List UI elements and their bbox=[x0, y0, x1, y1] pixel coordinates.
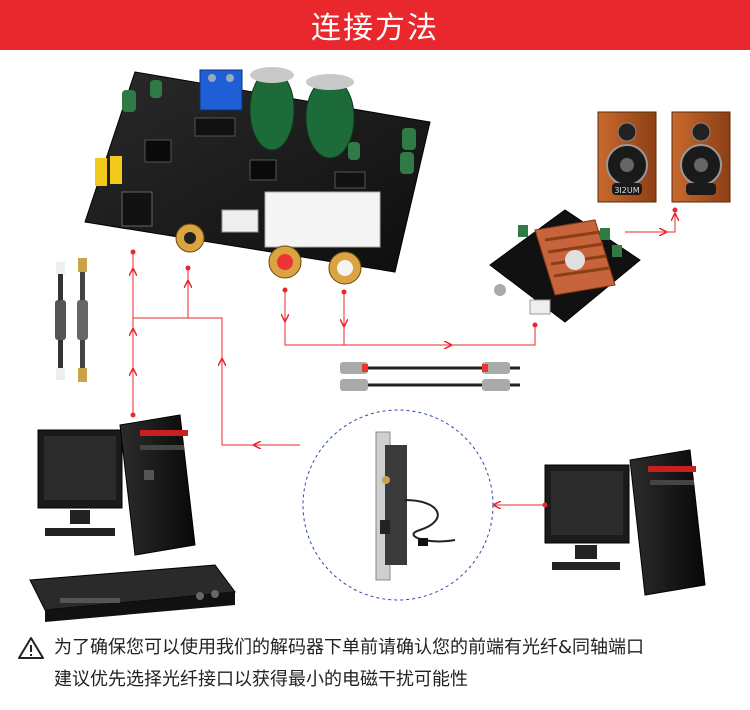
warning-line-2: 建议优先选择光纤接口以获得最小的电磁干扰可能性 bbox=[18, 664, 738, 696]
speaker-brand: 3I2UM bbox=[614, 186, 639, 195]
speakers: 3I2UM bbox=[598, 112, 730, 202]
warning-icon bbox=[18, 636, 44, 660]
optical-port bbox=[122, 192, 152, 226]
warning-line-1: 为了确保您可以使用我们的解码器下单前请确认您的前端有光纤&同轴端口 bbox=[18, 632, 738, 664]
header-banner: 连接方法 bbox=[0, 0, 750, 50]
warning-text-2: 建议优先选择光纤接口以获得最小的电磁干扰可能性 bbox=[54, 664, 468, 696]
amplifier-board bbox=[490, 210, 640, 322]
power-terminal bbox=[200, 70, 242, 110]
connection-diagram: 3I2UM bbox=[0, 50, 750, 625]
decoder-board bbox=[85, 67, 430, 284]
dvd-player bbox=[30, 565, 235, 622]
optical-coax-cables bbox=[55, 258, 88, 382]
page-title: 连接方法 bbox=[311, 3, 439, 47]
sound-card-bracket bbox=[376, 432, 455, 580]
desktop-computer-left bbox=[38, 415, 195, 555]
warning-text-1: 为了确保您可以使用我们的解码器下单前请确认您的前端有光纤&同轴端口 bbox=[54, 632, 644, 664]
warning-note: 为了确保您可以使用我们的解码器下单前请确认您的前端有光纤&同轴端口 建议优先选择… bbox=[18, 632, 738, 696]
desktop-computer-right bbox=[545, 450, 705, 595]
rca-output-block bbox=[265, 192, 380, 247]
rca-cable bbox=[340, 362, 520, 391]
